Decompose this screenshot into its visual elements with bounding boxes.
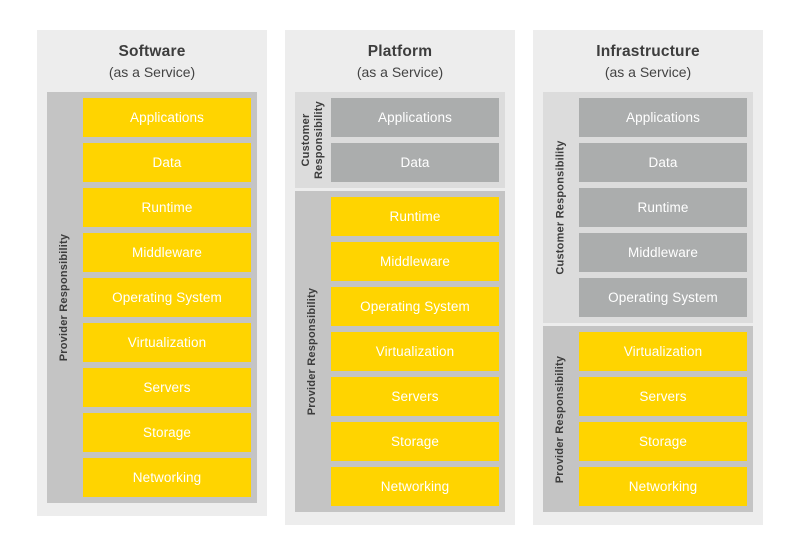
column-header-iaas: Infrastructure (as a Service) (543, 38, 753, 92)
layer-box[interactable]: Networking (331, 467, 499, 506)
layer-box[interactable]: Operating System (579, 278, 747, 317)
band-label-provider-paas: Provider Responsibility (295, 191, 331, 512)
band-label-text: Customer Responsibility (554, 140, 567, 275)
layer-box[interactable]: Servers (83, 368, 251, 407)
layer-box[interactable]: Virtualization (579, 332, 747, 371)
column-title-iaas: Infrastructure (596, 43, 700, 60)
column-subtitle-paas: (as a Service) (356, 64, 444, 80)
layer-box[interactable]: Runtime (579, 188, 747, 227)
band-label-provider-iaas: Provider Responsibility (543, 326, 579, 512)
column-title-paas: Platform (367, 43, 433, 60)
layer-box[interactable]: Storage (579, 422, 747, 461)
column-title-saas: Software (118, 43, 186, 60)
service-column-iaas: Infrastructure (as a Service) Customer Res… (533, 30, 763, 525)
layer-box[interactable]: Data (579, 143, 747, 182)
layer-box[interactable]: Middleware (331, 242, 499, 281)
layer-box[interactable]: Networking (83, 458, 251, 497)
layer-box[interactable]: Applications (331, 98, 499, 137)
layer-box[interactable]: Runtime (83, 188, 251, 227)
band-label-customer-paas: Customer Responsibility (295, 92, 331, 188)
layer-box[interactable]: Virtualization (83, 323, 251, 362)
layer-box[interactable]: Data (83, 143, 251, 182)
layer-box[interactable]: Networking (579, 467, 747, 506)
layer-box[interactable]: Storage (331, 422, 499, 461)
column-subtitle-saas: (as a Service) (108, 64, 196, 80)
band-label-text: Provider Responsibility (554, 355, 567, 483)
layer-box[interactable]: Middleware (83, 233, 251, 272)
band-label-text: Provider Responsibility (58, 233, 71, 362)
service-column-paas: Platform (as a Service) Customer Responsib… (285, 30, 515, 525)
layer-box[interactable]: Applications (83, 98, 251, 137)
service-column-saas: Software (as a Service) Provider Responsib… (37, 30, 267, 516)
layer-box[interactable]: Virtualization (331, 332, 499, 371)
band-label-text: Provider Responsibility (306, 287, 319, 416)
layer-box[interactable]: Operating System (83, 278, 251, 317)
band-label-text: Customer Responsibility (300, 101, 326, 179)
band-label-customer-iaas: Customer Responsibility (543, 92, 579, 323)
layer-box[interactable]: Storage (83, 413, 251, 452)
layer-box[interactable]: Operating System (331, 287, 499, 326)
layer-box[interactable]: Data (331, 143, 499, 182)
layer-box[interactable]: Runtime (331, 197, 499, 236)
layer-box[interactable]: Middleware (579, 233, 747, 272)
band-label-provider-saas: Provider Responsibility (47, 92, 83, 503)
layer-box[interactable]: Servers (331, 377, 499, 416)
column-header-saas: Software (as a Service) (47, 38, 257, 92)
layer-box[interactable]: Applications (579, 98, 747, 137)
column-subtitle-iaas: (as a Service) (604, 64, 692, 80)
layer-box[interactable]: Servers (579, 377, 747, 416)
column-header-paas: Platform (as a Service) (295, 38, 505, 92)
